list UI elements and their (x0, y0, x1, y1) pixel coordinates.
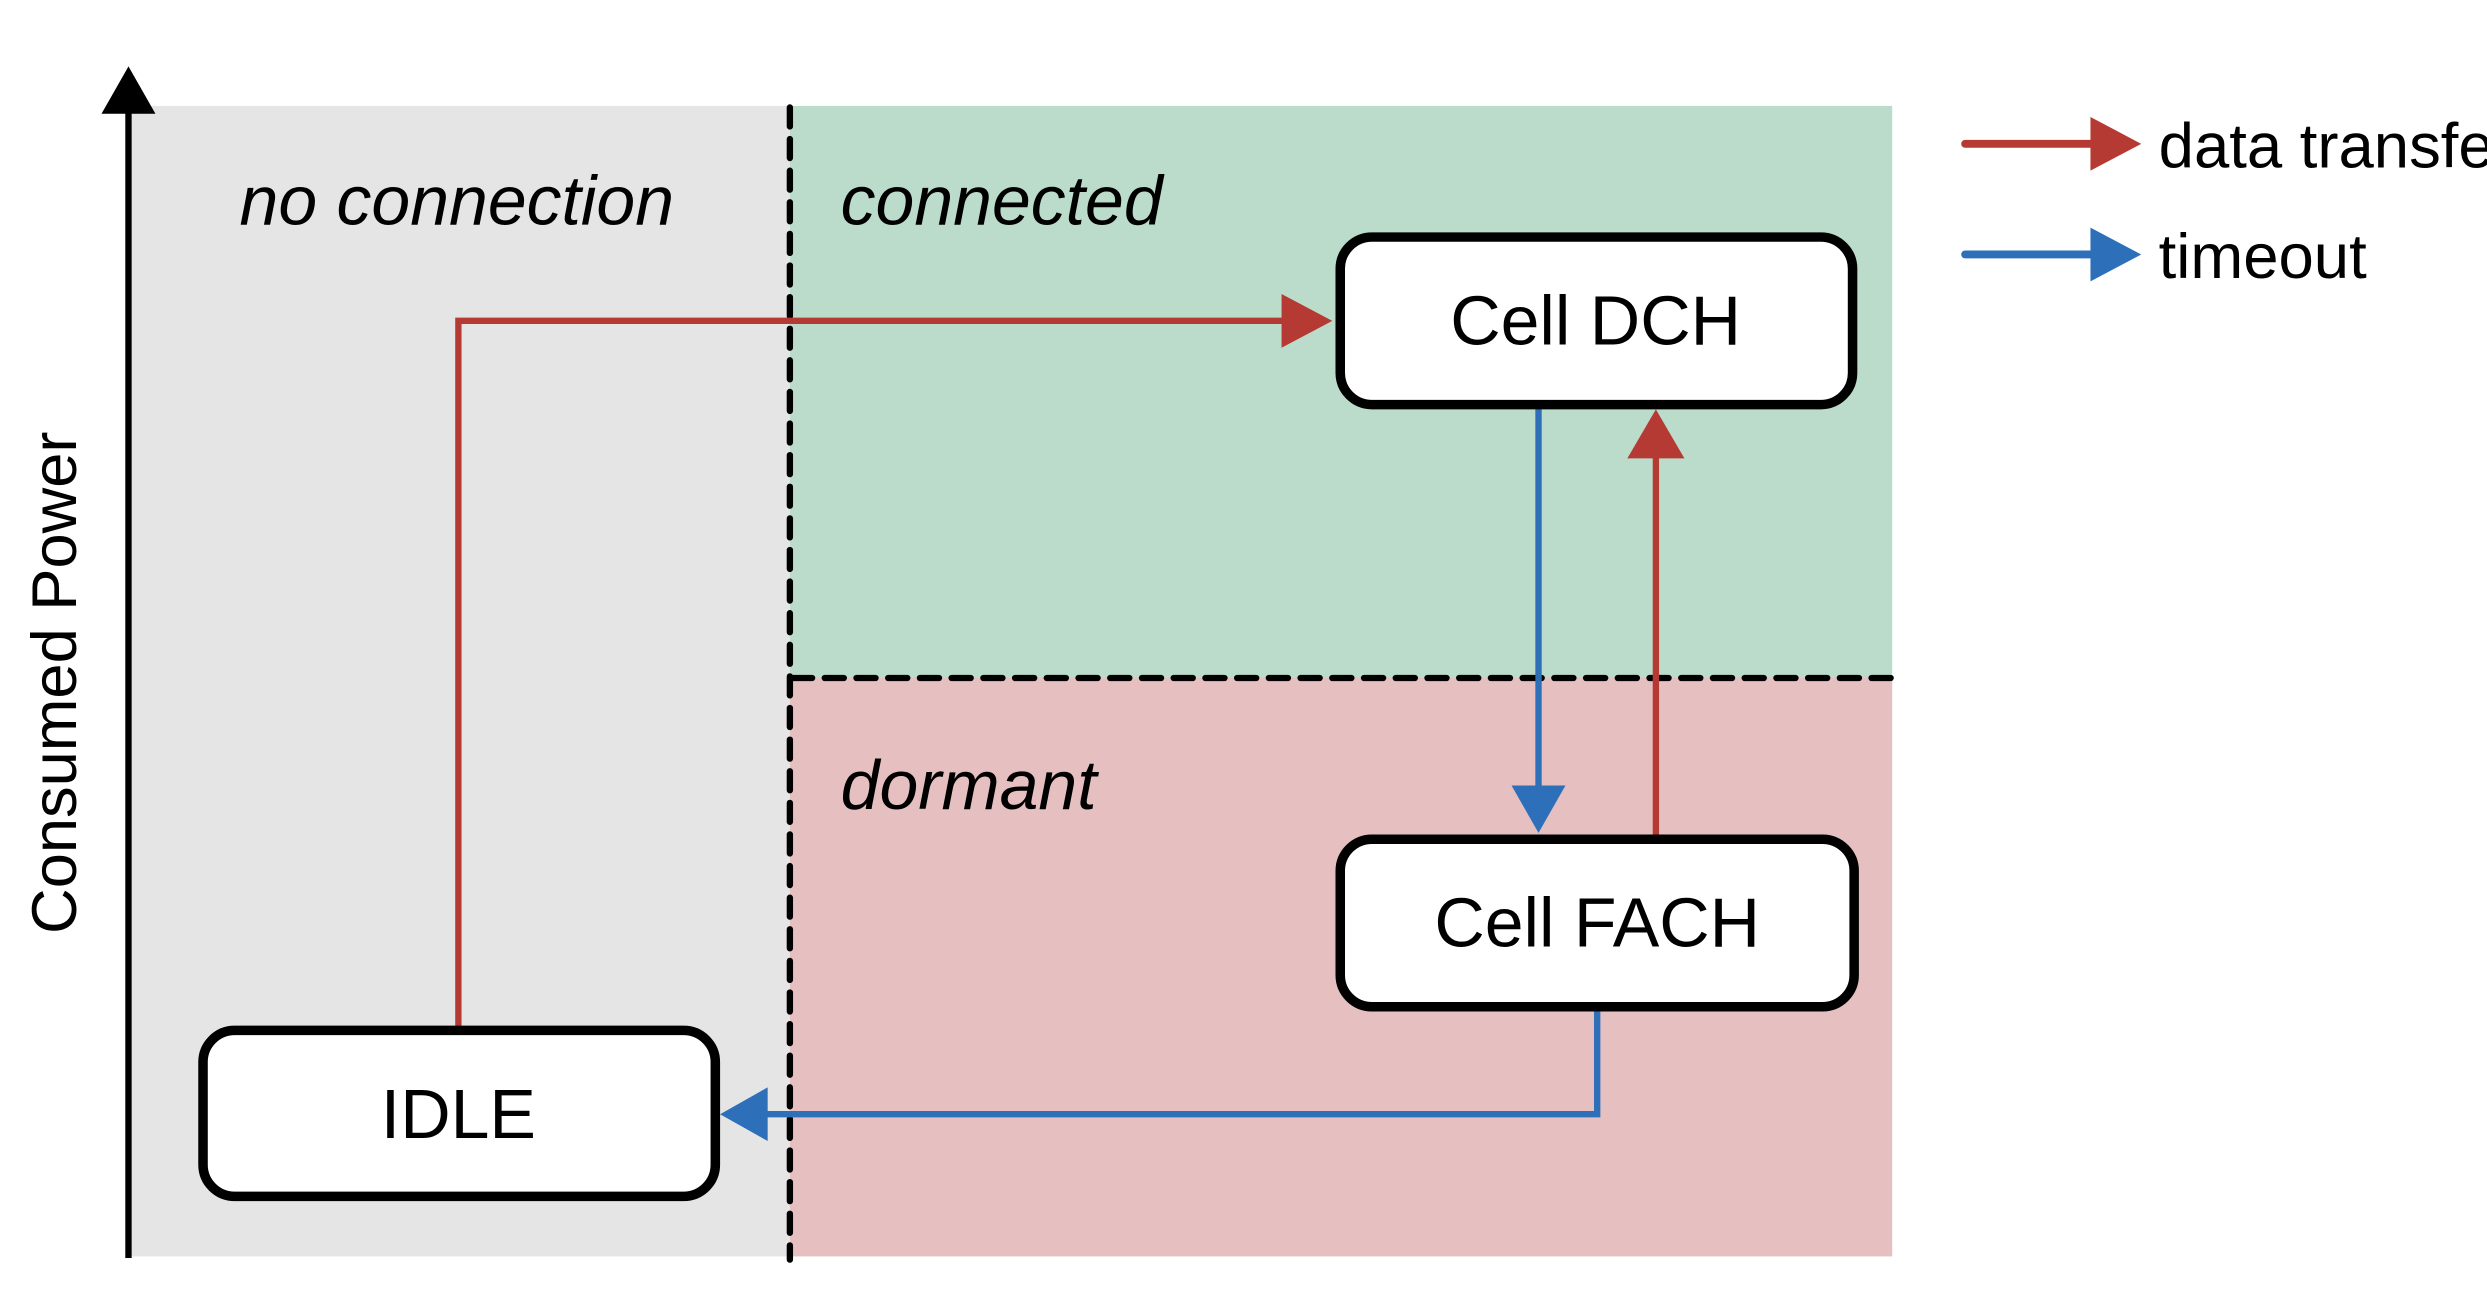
region-label-no-connection: no connection (240, 162, 675, 240)
region-label-connected: connected (841, 162, 1165, 240)
legend: data transfer timeout (1961, 112, 2487, 292)
state-label-cell-dch: Cell DCH (1450, 282, 1741, 360)
region-label-dormant: dormant (841, 746, 1100, 824)
arrowhead-dch-to-fach-icon (1511, 785, 1566, 833)
state-cell-fach: Cell FACH (1335, 834, 1859, 1012)
state-label-idle: IDLE (381, 1075, 536, 1153)
legend-item-timeout: timeout (1961, 222, 2367, 292)
transition-idle-to-dch (455, 317, 1288, 1031)
state-cell-dch: Cell DCH (1335, 232, 1858, 410)
legend-arrowhead-data-transfer-icon (2090, 116, 2142, 171)
legend-item-data-transfer: data transfer (1961, 112, 2487, 182)
legend-label-data-transfer: data transfer (2159, 112, 2487, 182)
arrowhead-idle-to-dch-icon (1281, 293, 1333, 348)
y-axis-label: Consumed Power (20, 432, 90, 934)
transition-fach-to-idle (764, 1008, 1601, 1118)
arrowhead-fach-to-dch-icon (1627, 409, 1685, 459)
state-label-cell-fach: Cell FACH (1434, 884, 1760, 962)
legend-arrowhead-timeout-icon (2090, 227, 2142, 282)
state-idle: IDLE (198, 1025, 721, 1202)
y-axis-arrow-icon (101, 66, 156, 114)
legend-label-timeout: timeout (2159, 222, 2367, 292)
arrowhead-fach-to-idle-icon (720, 1087, 768, 1142)
